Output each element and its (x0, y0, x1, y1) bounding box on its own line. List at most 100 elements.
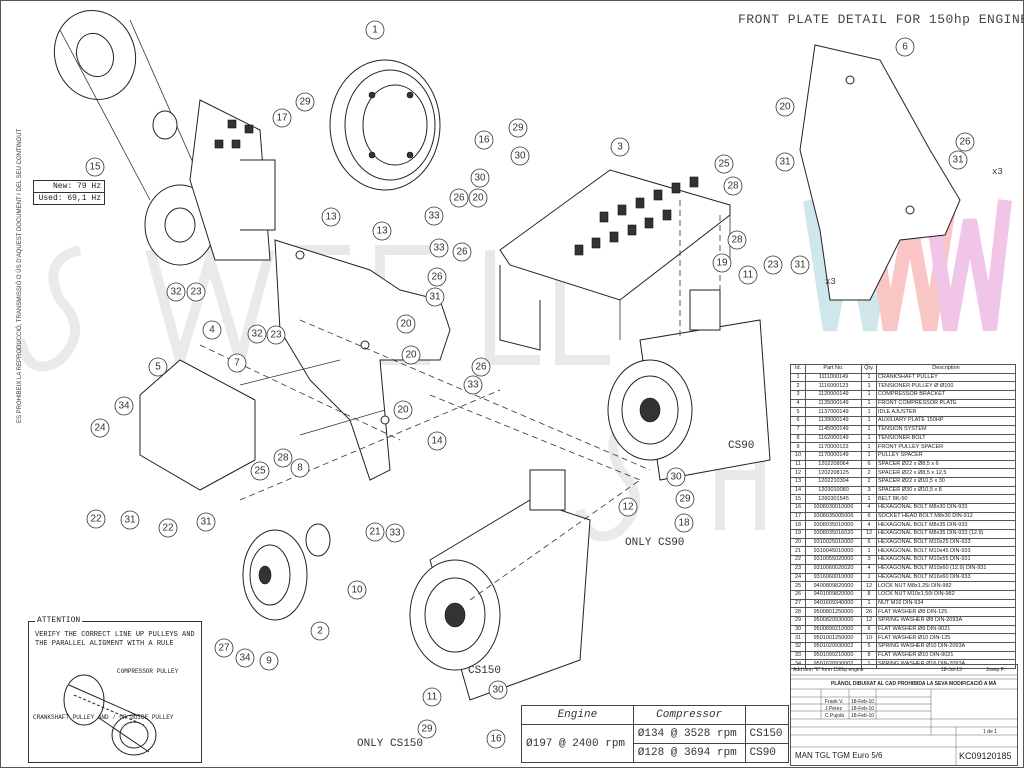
balloon-circle (295, 92, 315, 112)
balloon-circle (396, 314, 416, 334)
balloon-number: 4 (209, 325, 215, 336)
part-description: SOCKET HEAD BOLT M8x30 DIN-912 (876, 511, 1016, 522)
part-number: 1202210304 (805, 476, 862, 487)
part-number: 9501001250000 (805, 633, 862, 643)
part-number: 9500890210000 (805, 624, 862, 635)
part-number: 1162000149 (805, 433, 862, 444)
balloon-number: 28 (731, 235, 743, 246)
part-qty: 6 (861, 537, 877, 548)
part-qty: 8 (861, 650, 877, 661)
model-value: CS150 (744, 724, 790, 744)
balloon-circle (266, 325, 286, 345)
belt-new-frequency: New: 79 Hz (34, 181, 104, 193)
balloon-number: 33 (467, 380, 479, 391)
engine-header: Engine (521, 705, 634, 725)
part-description: FLAT WASHER Ø10 DIN-125 (876, 633, 1016, 643)
part-number: 1203010080 (805, 485, 862, 496)
balloon-number: 29 (679, 494, 691, 505)
revision-note: Add item "6" form 150hp engine (793, 667, 864, 673)
balloon-circle (955, 132, 975, 152)
copyright-side-note: ES PROHIBEIX LA REPRODUCCIÓ, TRANSMISSIÓ… (17, 128, 23, 423)
balloon-number: 34 (118, 401, 130, 412)
balloon-circle (202, 320, 222, 340)
part-id: 28 (790, 607, 806, 617)
part-qty: 1 (861, 433, 877, 444)
part-number: 9310055020000 (805, 555, 862, 565)
belt-frequency-callout: New: 79 Hz Used: 69,1 Hz (33, 180, 105, 205)
part-id: 9 (790, 442, 806, 452)
tensioner-pulley (242, 529, 308, 621)
part-id: 15 (790, 494, 806, 504)
part-number: 9308030010006 (805, 503, 862, 513)
balloon-circle (895, 37, 915, 57)
part-id: 30 (790, 624, 806, 635)
part-id: 22 (790, 555, 806, 565)
part-description: FLAT WASHER Ø8 DIN-125 (876, 607, 1016, 617)
model-header (744, 705, 790, 725)
balloon-circle (508, 118, 528, 138)
part-number: 9308035010000 (805, 520, 862, 531)
balloon-circle (321, 207, 341, 227)
balloon-number: 31 (779, 157, 791, 168)
part-qty: 4 (861, 563, 877, 574)
balloon-circle (365, 20, 385, 40)
checked-date: 18-Feb-10 (851, 706, 875, 712)
part-qty: 1 (861, 372, 877, 383)
part-description: PULLEY SPACER (876, 450, 1016, 461)
balloon-circle (272, 108, 292, 128)
part-number: 9308035016020 (805, 529, 862, 539)
balloon-circle (196, 512, 216, 532)
balloon-number: 32 (251, 329, 263, 340)
part-number: 9401009820000 (805, 589, 862, 600)
balloon-circle (247, 324, 267, 344)
attention-heading: ATTENTION (35, 616, 83, 625)
balloon-circle (427, 267, 447, 287)
part-qty: 1 (861, 546, 877, 557)
part-id: 20 (790, 537, 806, 548)
part-id: 23 (790, 563, 806, 574)
balloon-circle (775, 152, 795, 172)
part-number: 9310045010000 (805, 546, 862, 557)
part-number: 9500801250000 (805, 607, 862, 617)
qty-x3-label: x3 (825, 277, 836, 287)
part-qty: 10 (861, 633, 877, 643)
cad-notice: PLÀNOL DIBUIXAT AL CAD PROHIBIDA LA SEVA… (831, 681, 997, 687)
balloon-number: 16 (490, 734, 502, 745)
part-description: BELT 8K-50 (876, 494, 1016, 504)
balloon-circle (186, 282, 206, 302)
part-description: HEXAGONAL BOLT M10x45 DIN-933 (876, 546, 1016, 557)
part-description: HEXAGONAL BOLT M8x35 DIN-933 (12.9) (876, 529, 1016, 539)
cs90-compressor (607, 289, 771, 481)
part-description: SPACER Ø22 x Ø8,5 x 12,5 (876, 468, 1016, 478)
balloon-circle (712, 253, 732, 273)
part-id: 19 (790, 529, 806, 539)
balloon-circle (166, 282, 186, 302)
balloon-number: 25 (254, 466, 266, 477)
balloon-circle (273, 448, 293, 468)
part-description: SPRING WASHER Ø10 DIN-2093A (876, 642, 1016, 652)
balloon-circle (427, 431, 447, 451)
part-id: 26 (790, 589, 806, 600)
balloon-number: 31 (429, 292, 441, 303)
balloon-number: 14 (431, 436, 443, 447)
part-qty: 1 (861, 494, 877, 504)
balloon-number: 33 (389, 528, 401, 539)
part-number: 1111000149 (805, 372, 862, 383)
balloon-circle (470, 168, 490, 188)
part-number: 1145000149 (805, 424, 862, 435)
